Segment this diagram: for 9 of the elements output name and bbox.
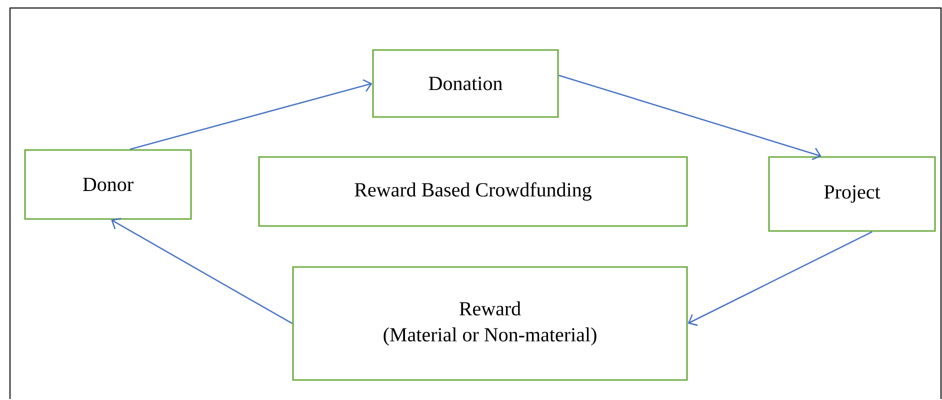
text-box: Reward Based Crowdfunding	[258, 156, 688, 227]
arrow	[130, 79, 372, 150]
text-box: Donor	[24, 149, 192, 220]
text-box: Reward (Material or Non-material)	[292, 266, 688, 381]
arrow	[688, 231, 872, 326]
arrow	[111, 218, 293, 324]
text-box: Project	[768, 156, 936, 232]
text-box: Donation	[372, 49, 559, 118]
arrow	[558, 74, 822, 160]
